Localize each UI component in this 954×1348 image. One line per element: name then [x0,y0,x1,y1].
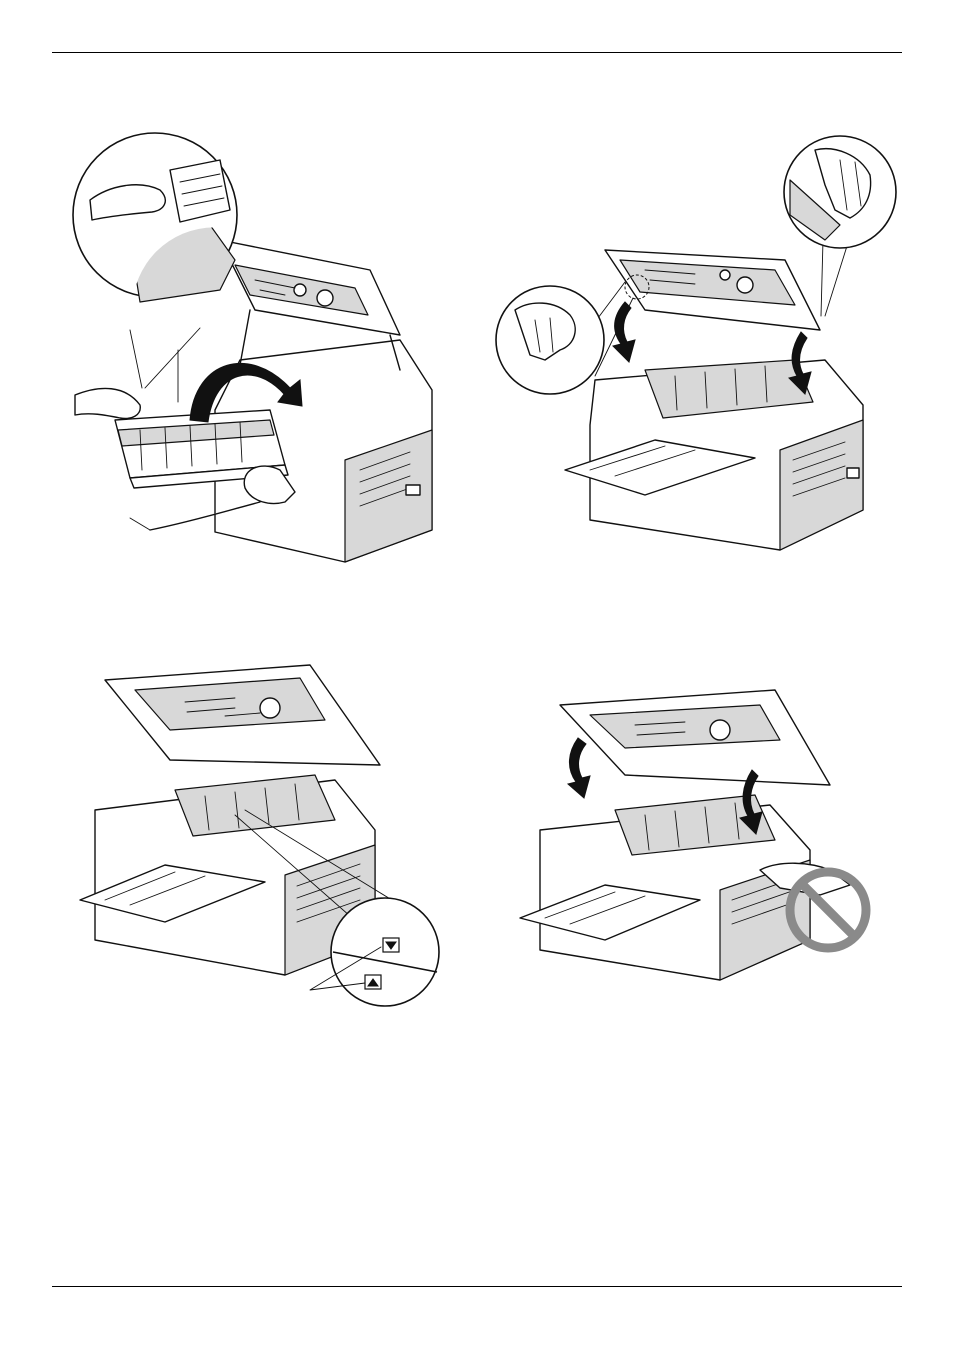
footer-rule [52,1286,902,1287]
figure-close-cover-warning [520,680,890,960]
figure-alignment-marks [75,650,445,1020]
printer-alignment-marks-icon [75,650,445,1020]
printer-close-cover-warning-icon [520,680,890,960]
printer-insert-drum-icon [70,130,450,570]
figure-insert-drum-unit [70,130,450,570]
figure-close-cover [495,140,905,560]
printer-close-cover-icon [495,140,905,560]
header-rule [52,52,902,53]
